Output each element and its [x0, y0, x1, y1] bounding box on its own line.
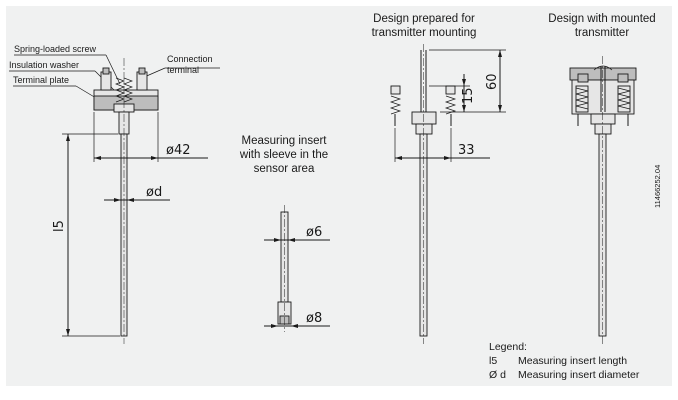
mounted-title-line1: Design with mounted — [548, 13, 655, 25]
callout-terminal-plate: Terminal plate — [13, 75, 69, 85]
prepared-title-line1: Design prepared for — [373, 13, 475, 25]
dim-length-l5: l5 — [52, 220, 67, 232]
dim-diameter-8: ø8 — [306, 311, 322, 326]
view-insert-sleeve: Measuring insert with sleeve in the sens… — [239, 135, 330, 332]
view-prepared-transmitter: Design prepared for transmitter mounting — [372, 13, 506, 344]
dim-diameter-d: ød — [146, 185, 162, 200]
drawing-id: 11466252.04 — [653, 165, 662, 208]
dim-diameter-42: ø42 — [166, 143, 191, 158]
insert-title-line2: with sleeve in the — [239, 149, 328, 161]
callout-connection-terminal-1: Connection — [167, 54, 213, 64]
legend-text-2: Measuring insert diameter — [518, 369, 640, 381]
insert-title-line1: Measuring insert — [241, 135, 327, 147]
legend-title: Legend: — [489, 341, 527, 353]
legend-symbol-2: Ø d — [489, 369, 506, 381]
drawing-panel — [6, 6, 672, 386]
callout-connection-terminal-2: terminal — [167, 65, 199, 75]
insert-title-line3: sensor area — [254, 163, 315, 175]
dim-width-33: 33 — [458, 143, 475, 158]
legend-text-1: Measuring insert length — [518, 355, 627, 367]
dim-height-15: 15 — [461, 87, 476, 104]
legend: Legend: l5 Measuring insert length Ø d M… — [489, 341, 640, 381]
prepared-title-line2: transmitter mounting — [372, 27, 477, 39]
view-terminal-plate: Spring-loaded screw Insulation washer Te… — [9, 44, 220, 344]
view-mounted-transmitter: Design with mounted transmitter — [548, 13, 656, 344]
dim-diameter-6: ø6 — [306, 225, 322, 240]
callout-insulation-washer: Insulation washer — [9, 60, 79, 70]
legend-symbol-1: l5 — [489, 355, 497, 367]
dim-height-60: 60 — [485, 73, 500, 90]
mounted-title-line2: transmitter — [575, 27, 629, 39]
callout-spring-screw: Spring-loaded screw — [14, 44, 97, 54]
